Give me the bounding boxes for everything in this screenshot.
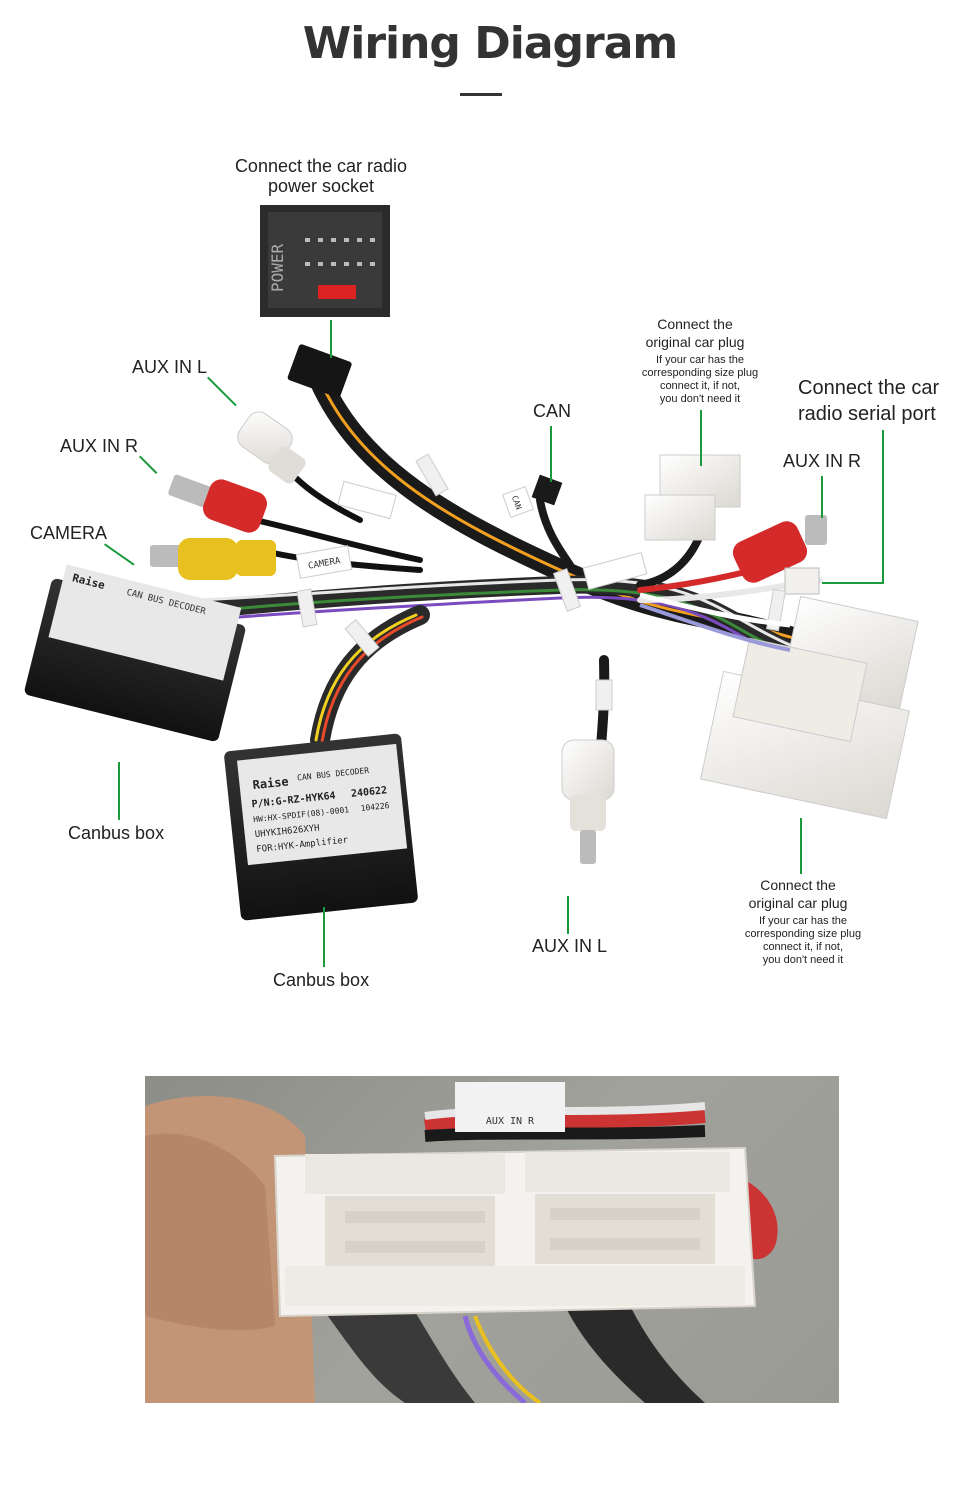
label-aux-in-r-right: AUX IN R: [783, 451, 862, 471]
label-canbus-box-left: Canbus box: [68, 823, 165, 843]
canbus-box-middle-serial: 104226: [360, 801, 390, 813]
leader-serial-port-vertical: [882, 430, 884, 583]
leader-original-plug-top: [700, 410, 702, 466]
rca-aux-in-l-bottom: [561, 739, 615, 864]
leader-serial-port-horizontal: [822, 582, 884, 584]
photo-tag: AUX IN R: [455, 1082, 565, 1132]
rca-camera: [150, 538, 276, 580]
canbus-box-middle-brand: Raise: [252, 774, 289, 792]
leader-aux-in-r-right: [821, 476, 823, 518]
rca-aux-in-r-left: [168, 474, 267, 533]
wire-tags: CAMERA CAN: [295, 480, 648, 591]
leader-aux-in-l-bottom: [567, 896, 569, 934]
connector-photo: AUX IN R: [145, 1076, 839, 1403]
label-aux-in-r-left: AUX IN R: [60, 436, 139, 456]
wiring-diagram: POWER: [24, 156, 940, 990]
serial-port-plug: [784, 567, 820, 595]
photo-main-connector: [273, 1146, 757, 1318]
label-camera: CAMERA: [30, 523, 108, 543]
label-original-plug-top: Connect the original car plug: [645, 316, 745, 350]
power-plug: [287, 344, 352, 398]
leader-original-plug-bottom: [800, 818, 802, 874]
rca-aux-in-r-right: [732, 515, 827, 583]
title-underline: [460, 93, 502, 96]
main-connector: [700, 595, 919, 820]
canbus-box-middle: Raise CAN BUS DECODER P/N:G-RZ-HYK64 240…: [224, 733, 418, 921]
label-original-plug-bottom: Connect the original car plug: [748, 877, 848, 911]
label-power-socket: Connect the car radio power socket: [234, 156, 408, 196]
hand-finger: [145, 1133, 275, 1331]
note-original-plug-top: If your car has the corresponding size p…: [641, 354, 759, 405]
canbus-box-left: Raise CAN BUS DECODER: [24, 564, 246, 742]
leader-canbus-box-left: [118, 762, 120, 820]
label-canbus-box-middle: Canbus box: [273, 970, 370, 990]
power-socket-label: POWER: [268, 243, 287, 292]
photo-tag-text: AUX IN R: [486, 1116, 535, 1127]
note-original-plug-bottom: If your car has the corresponding size p…: [744, 915, 862, 966]
leader-can: [550, 426, 552, 482]
can-plug: [531, 474, 563, 506]
label-can: CAN: [533, 401, 572, 421]
label-serial-port: Connect the car radio serial port: [798, 377, 940, 425]
leader-canbus-box-middle: [323, 907, 325, 967]
original-plug-top: [644, 454, 741, 541]
label-aux-in-l-top: AUX IN L: [132, 357, 208, 377]
label-aux-in-l-bottom: AUX IN L: [532, 936, 608, 956]
rca-aux-in-l-top: [237, 411, 306, 484]
page-title: Wiring Diagram: [302, 18, 679, 69]
canbus-box-middle-date: 240622: [351, 785, 388, 800]
power-socket: POWER: [260, 205, 390, 317]
leader-power-socket: [330, 320, 332, 358]
